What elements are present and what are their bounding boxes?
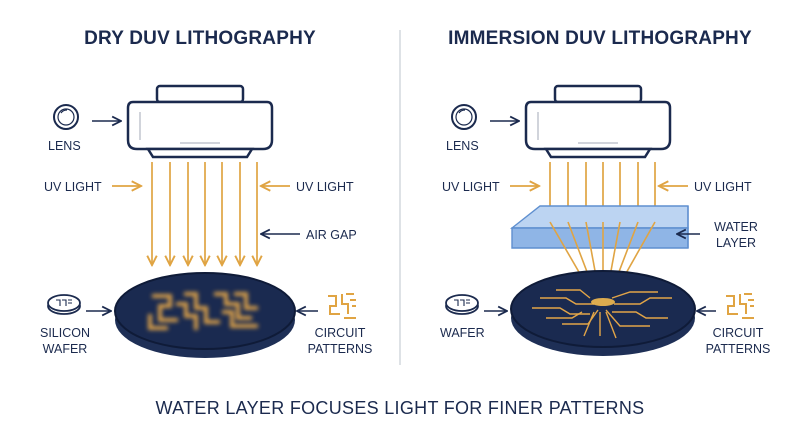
water-layer-label-line2: LAYER bbox=[715, 236, 757, 250]
blurry-circuit-patterns bbox=[148, 292, 258, 330]
uv-rays-left bbox=[152, 162, 257, 264]
wafer-label: WAFER bbox=[440, 326, 485, 340]
water-layer bbox=[509, 205, 689, 249]
uv-light-label-right: UV LIGHT bbox=[296, 180, 354, 194]
wafer-chip-icon bbox=[47, 294, 81, 315]
lens-icon bbox=[451, 104, 477, 130]
right-panel-title: IMMERSION DUV LITHOGRAPHY bbox=[448, 28, 752, 49]
circuit-patterns-label-line1: CIRCUIT bbox=[314, 326, 366, 340]
silicon-wafer-label-line2: WAFER bbox=[42, 342, 88, 356]
circuit-patterns-label-line2: PATTERNS bbox=[307, 342, 373, 356]
wafer-chip-icon bbox=[445, 294, 479, 315]
lens-label: LENS bbox=[48, 139, 81, 153]
uv-light-label-left: UV LIGHT bbox=[44, 180, 102, 194]
lens-body-left bbox=[126, 84, 274, 159]
focus-spot bbox=[591, 298, 615, 306]
circuit-patterns-label-line1: CIRCUIT bbox=[712, 326, 764, 340]
silicon-wafer-label: SILICON WAFER bbox=[34, 325, 96, 357]
uv-light-label-right: UV LIGHT bbox=[694, 180, 752, 194]
fine-circuit-patterns bbox=[532, 289, 672, 339]
lens-label: LENS bbox=[446, 139, 479, 153]
air-gap-label: AIR GAP bbox=[306, 228, 357, 242]
circuit-patterns-label: CIRCUIT PATTERNS bbox=[698, 325, 778, 357]
uv-light-label-left: UV LIGHT bbox=[442, 180, 500, 194]
circuit-patterns-label: CIRCUIT PATTERNS bbox=[300, 325, 380, 357]
silicon-wafer-label-line1: SILICON bbox=[39, 326, 90, 340]
circuit-patterns-label-line2: PATTERNS bbox=[705, 342, 771, 356]
circuit-pattern-icon bbox=[726, 293, 754, 319]
wafer-right bbox=[510, 270, 696, 356]
circuit-pattern-icon bbox=[328, 293, 356, 319]
caption: WATER LAYER FOCUSES LIGHT FOR FINER PATT… bbox=[155, 398, 645, 418]
water-layer-label-line1: WATER bbox=[714, 220, 758, 234]
water-layer-label: WATER LAYER bbox=[706, 219, 766, 251]
lens-icon bbox=[53, 104, 79, 130]
lens-body-right bbox=[524, 84, 672, 159]
left-panel-title: DRY DUV LITHOGRAPHY bbox=[84, 28, 316, 49]
